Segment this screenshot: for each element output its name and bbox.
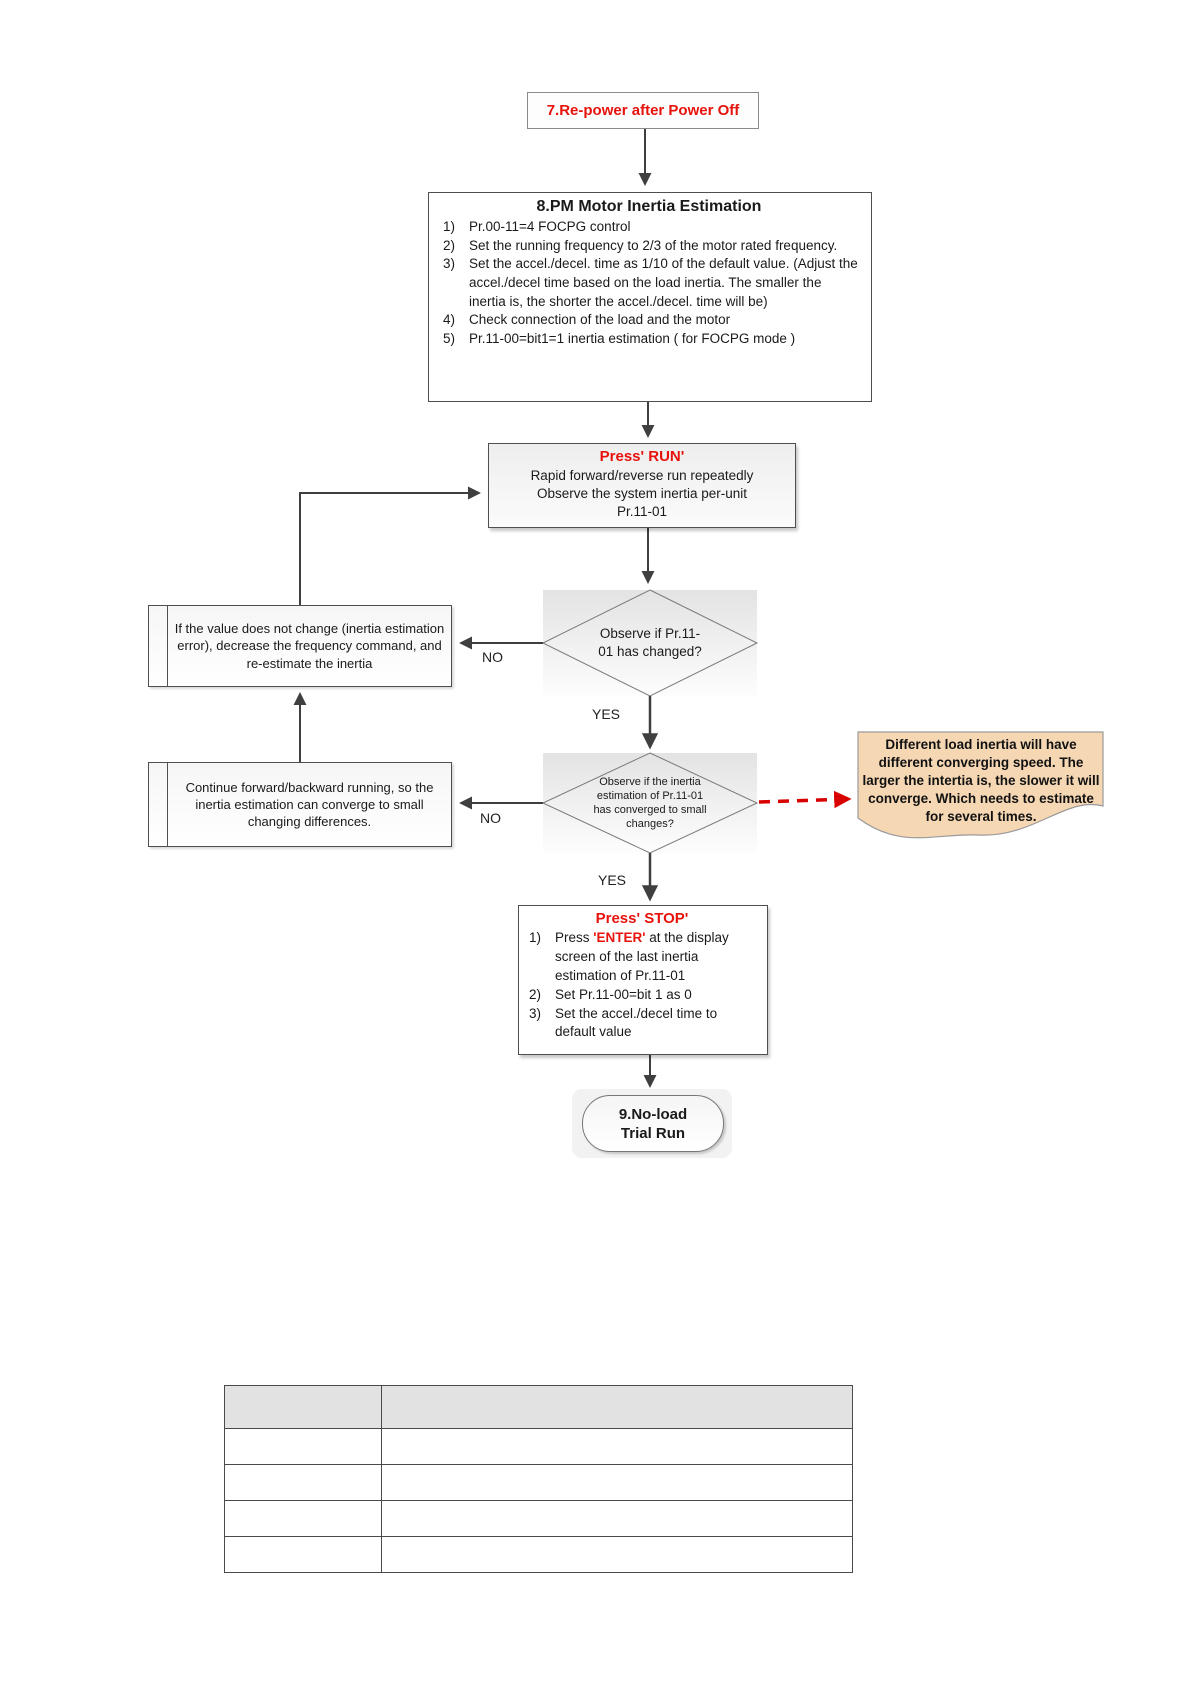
list-item: 4) Check connection of the load and the …: [443, 312, 731, 328]
estimation-box-items: 1) Pr.00-11=4 FOCPG control 2) Set the r…: [437, 218, 861, 348]
feedback-box-edge: [149, 763, 168, 846]
estimation-box-title: 8.PM Motor Inertia Estimation: [536, 198, 762, 215]
start-box-label: 7.Re-power after Power Off: [546, 102, 740, 119]
table-header: [224, 1385, 853, 1429]
list-item: 1) Pr.00-11=4 FOCPG control: [443, 219, 631, 234]
press-stop-box: Press' STOP' 1) Press 'ENTER' at the dis…: [518, 905, 768, 1055]
dashed-arrow-to-note: [758, 790, 852, 809]
note-box-shape: [857, 731, 1104, 839]
run-box-line: Rapid forward/reverse run repeatedly: [530, 468, 754, 483]
decision1-text: Observe if Pr.11- 01 has changed?: [598, 626, 702, 659]
decision1-panel: [543, 590, 757, 696]
stop-box-items: 1) Press 'ENTER' at the display screen o…: [523, 929, 761, 1042]
list-item: 2) Set the running frequency to 2/3 of t…: [443, 237, 838, 253]
table-row: [224, 1428, 853, 1465]
enter-key-label: 'ENTER': [593, 930, 646, 945]
label-no-1: NO: [482, 649, 503, 665]
table-row: [224, 1536, 853, 1573]
estimation-box: 8.PM Motor Inertia Estimation 1) Pr.00-1…: [428, 192, 872, 402]
feedback-box-1-text: If the value does not change (inertia es…: [174, 621, 445, 671]
list-item: 3) Set the accel./decel. time as 1/10 of…: [443, 256, 858, 309]
feedback-box-2-text: Continue forward/backward running, so th…: [185, 779, 434, 830]
table-header-cell: [381, 1385, 853, 1429]
list-item: 2) Set Pr.11-00=bit 1 as 0: [529, 986, 692, 1002]
table-row: [224, 1500, 853, 1537]
feedback-box-1: If the value does not change (inertia es…: [148, 605, 452, 687]
table-body: [224, 1428, 853, 1573]
parameter-table: [224, 1385, 853, 1573]
run-box-line: Observe the system inertia per-unit: [536, 486, 748, 501]
list-item: 3) Set the accel./decel time to default …: [529, 1005, 718, 1040]
feedback-box-edge: [149, 606, 168, 686]
press-stop-title: Press' STOP': [595, 910, 689, 927]
note-box-text: Different load inertia will have differe…: [862, 737, 1100, 824]
list-item: 1) Press 'ENTER' at the display screen o…: [529, 930, 729, 983]
table-row: [224, 1464, 853, 1501]
decision2-text: Observe if the inertia estimation of Pr.…: [593, 776, 707, 830]
feedback-box-2: Continue forward/backward running, so th…: [148, 762, 452, 847]
press-run-box: Press' RUN' Rapid forward/reverse run re…: [488, 443, 796, 528]
label-yes-1: YES: [592, 706, 621, 722]
run-box-line: Pr.11-01: [616, 504, 668, 519]
label-no-2: NO: [480, 810, 501, 826]
table-header-row: [224, 1385, 853, 1429]
label-yes-2: YES: [598, 872, 627, 888]
press-run-title: Press' RUN': [599, 448, 685, 465]
terminal-no-load-trial-run: 9.No-load Trial Run: [582, 1095, 724, 1152]
list-item: 5) Pr.11-00=bit1=1 inertia estimation ( …: [443, 330, 796, 346]
arrow-feedback1-to-run: [299, 486, 481, 605]
start-box: 7.Re-power after Power Off: [527, 92, 759, 129]
table-header-cell: [224, 1385, 382, 1429]
decision2-panel: [543, 753, 757, 853]
